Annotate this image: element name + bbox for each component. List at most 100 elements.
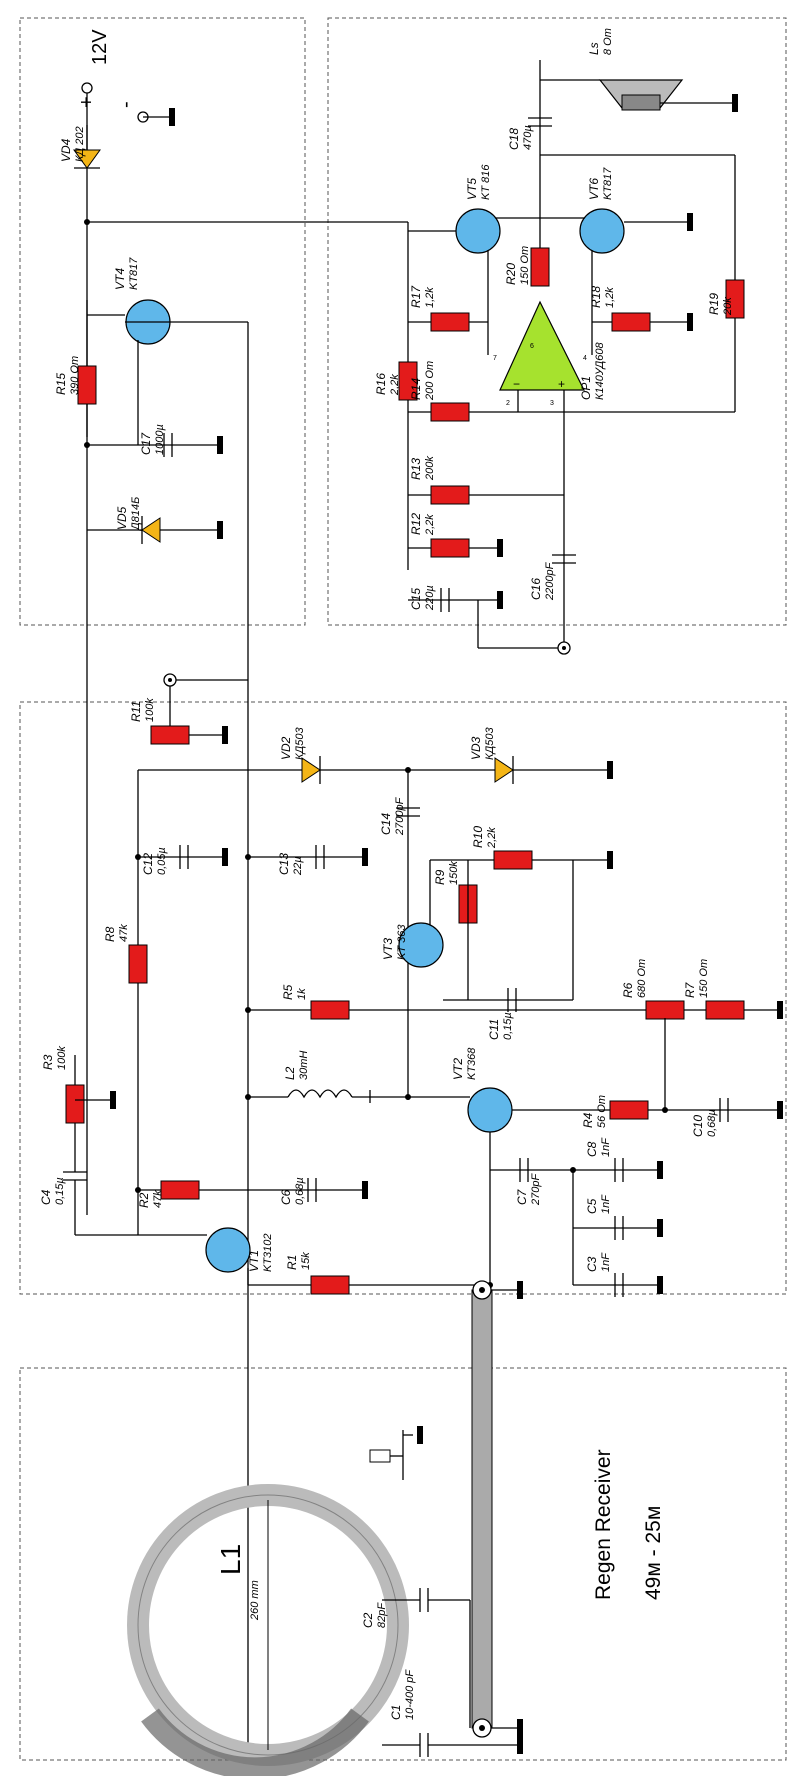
vt3-value-label: KT 363 — [396, 924, 408, 960]
l2-ref-label: L2 — [283, 1066, 297, 1080]
resistor-r17 — [430, 312, 470, 332]
r6-value-label: 680 Om — [636, 959, 648, 998]
r16-value-label: 2,2k — [389, 374, 401, 396]
r20-ref-label: R20 — [504, 263, 518, 285]
c5-value-label: 1nF — [600, 1194, 612, 1214]
c8-value-label: 1nF — [600, 1137, 612, 1157]
r14-ref-label: R14 — [409, 378, 423, 400]
inductor-l2 — [287, 1089, 353, 1099]
resistor-r1 — [310, 1275, 350, 1295]
vt1-ref-label: VT1 — [247, 1250, 261, 1272]
c3-ref-label: C3 — [585, 1256, 599, 1272]
resistor-r4 — [609, 1100, 649, 1120]
r13-ref-label: R13 — [409, 458, 423, 480]
c13-ref-label: C13 — [277, 853, 291, 875]
audio-amplifier: − + 7 6 4 2 3 — [398, 60, 745, 655]
vt6-ref-label: VT6 — [587, 178, 601, 200]
resistor-r16 — [398, 361, 418, 401]
c10-value-label: 0,68µ — [706, 1109, 718, 1137]
r14-value-label: 200 Om — [424, 361, 436, 401]
c11-value-label: 0,15µ — [502, 1012, 514, 1040]
opamp-minus-sign: − — [513, 377, 520, 391]
c18-value-label: 470µ — [522, 125, 534, 150]
r4-value-label: 56 Om — [596, 1095, 608, 1128]
r13-value-label: 200k — [424, 456, 436, 481]
supply-minus: - — [115, 101, 137, 108]
vt3-ref-label: VT3 — [381, 938, 395, 960]
r10-value-label: 2,2k — [486, 827, 498, 849]
zener-vd5 — [141, 517, 161, 543]
title: Regen Receiver — [592, 1449, 615, 1600]
receiver-section-box — [19, 701, 787, 1295]
transistor-vt5 — [455, 208, 501, 254]
c16-value-label: 2200pF — [544, 561, 556, 601]
plus-terminal — [81, 82, 93, 94]
loop-antenna-box — [19, 1367, 787, 1761]
power-supply-box — [19, 17, 306, 626]
pin-2-label: 2 — [506, 400, 510, 407]
vd2-value-label: КД503 — [294, 727, 306, 760]
c10-ref-label: C10 — [691, 1115, 705, 1137]
r9-ref-label: R9 — [433, 869, 447, 885]
receiver-circuit — [63, 673, 783, 1297]
c15-ref-label: C15 — [409, 588, 423, 610]
resistor-r15 — [77, 365, 97, 405]
c17-ref-label: C17 — [139, 432, 153, 455]
resistor-r5 — [310, 1000, 350, 1020]
diode-vd2 — [301, 757, 321, 783]
r12-ref-label: R12 — [409, 513, 423, 535]
vd4-ref-label: VD4 — [59, 138, 73, 162]
ls-value-label: 8 Om — [602, 28, 614, 55]
c14-value-label: 2700pF — [394, 796, 406, 836]
r16-ref-label: R16 — [374, 373, 388, 395]
c12-ref-label: C12 — [141, 853, 155, 875]
r2-ref-label: R2 — [137, 1192, 151, 1208]
vt1-value-label: KT3102 — [262, 1233, 274, 1272]
r11-value-label: 100k — [144, 698, 156, 722]
resistor-r20 — [530, 247, 550, 287]
power-supply — [73, 82, 408, 1750]
resistor-r12 — [430, 538, 470, 558]
r12-value-label: 2,2k — [424, 514, 436, 536]
c15-value-label: 220µ — [424, 585, 436, 611]
r17-value-label: 1,2k — [424, 287, 436, 308]
op1-value-label: К140УД608 — [594, 342, 606, 400]
loop-antenna — [127, 1426, 523, 1776]
transistor-vt6 — [579, 208, 625, 254]
c1-ref-label: C1 — [389, 1705, 403, 1720]
r15-value-label: 390 Om — [69, 356, 81, 395]
op1-ref-label: OP1 — [579, 376, 593, 400]
transistor-vt1 — [205, 1227, 251, 1273]
r8-ref-label: R8 — [103, 926, 117, 942]
c17-value-label: 1000µ — [154, 424, 166, 455]
c2-ref-label: C2 — [361, 1612, 375, 1628]
r10-ref-label: R10 — [471, 826, 485, 848]
resistor-r13 — [430, 485, 470, 505]
diode-vd3 — [494, 757, 514, 783]
vd4-value-label: КД 202 — [74, 126, 86, 162]
vd3-ref-label: VD3 — [469, 736, 483, 760]
vt2-ref-label: VT2 — [451, 1058, 465, 1080]
vt4-ref-label: VT4 — [113, 268, 127, 290]
vd5-value-label: Д814Б — [130, 497, 142, 532]
l2-value-label: 30mH — [298, 1051, 310, 1080]
supply-voltage: 12V — [89, 29, 111, 65]
resistor-r19 — [725, 279, 745, 319]
vt4-value-label: KT817 — [128, 257, 140, 290]
r18-ref-label: R18 — [589, 286, 603, 308]
r20-value-label: 150 Om — [519, 246, 531, 285]
r6-ref-label: R6 — [621, 982, 635, 998]
c12-value-label: 0,05µ — [156, 847, 168, 875]
r7-ref-label: R7 — [683, 981, 697, 998]
r3-value-label: 100k — [56, 1046, 68, 1070]
supply-plus: + — [76, 96, 98, 108]
r8-value-label: 47k — [118, 924, 130, 942]
r1-ref-label: R1 — [285, 1255, 299, 1270]
vt2-value-label: KT368 — [466, 1047, 478, 1080]
r4-ref-label: R4 — [581, 1112, 595, 1128]
vt5-value-label: KT 816 — [480, 164, 492, 200]
r15-ref-label: R15 — [54, 373, 68, 395]
r9-value-label: 150k — [448, 861, 460, 885]
